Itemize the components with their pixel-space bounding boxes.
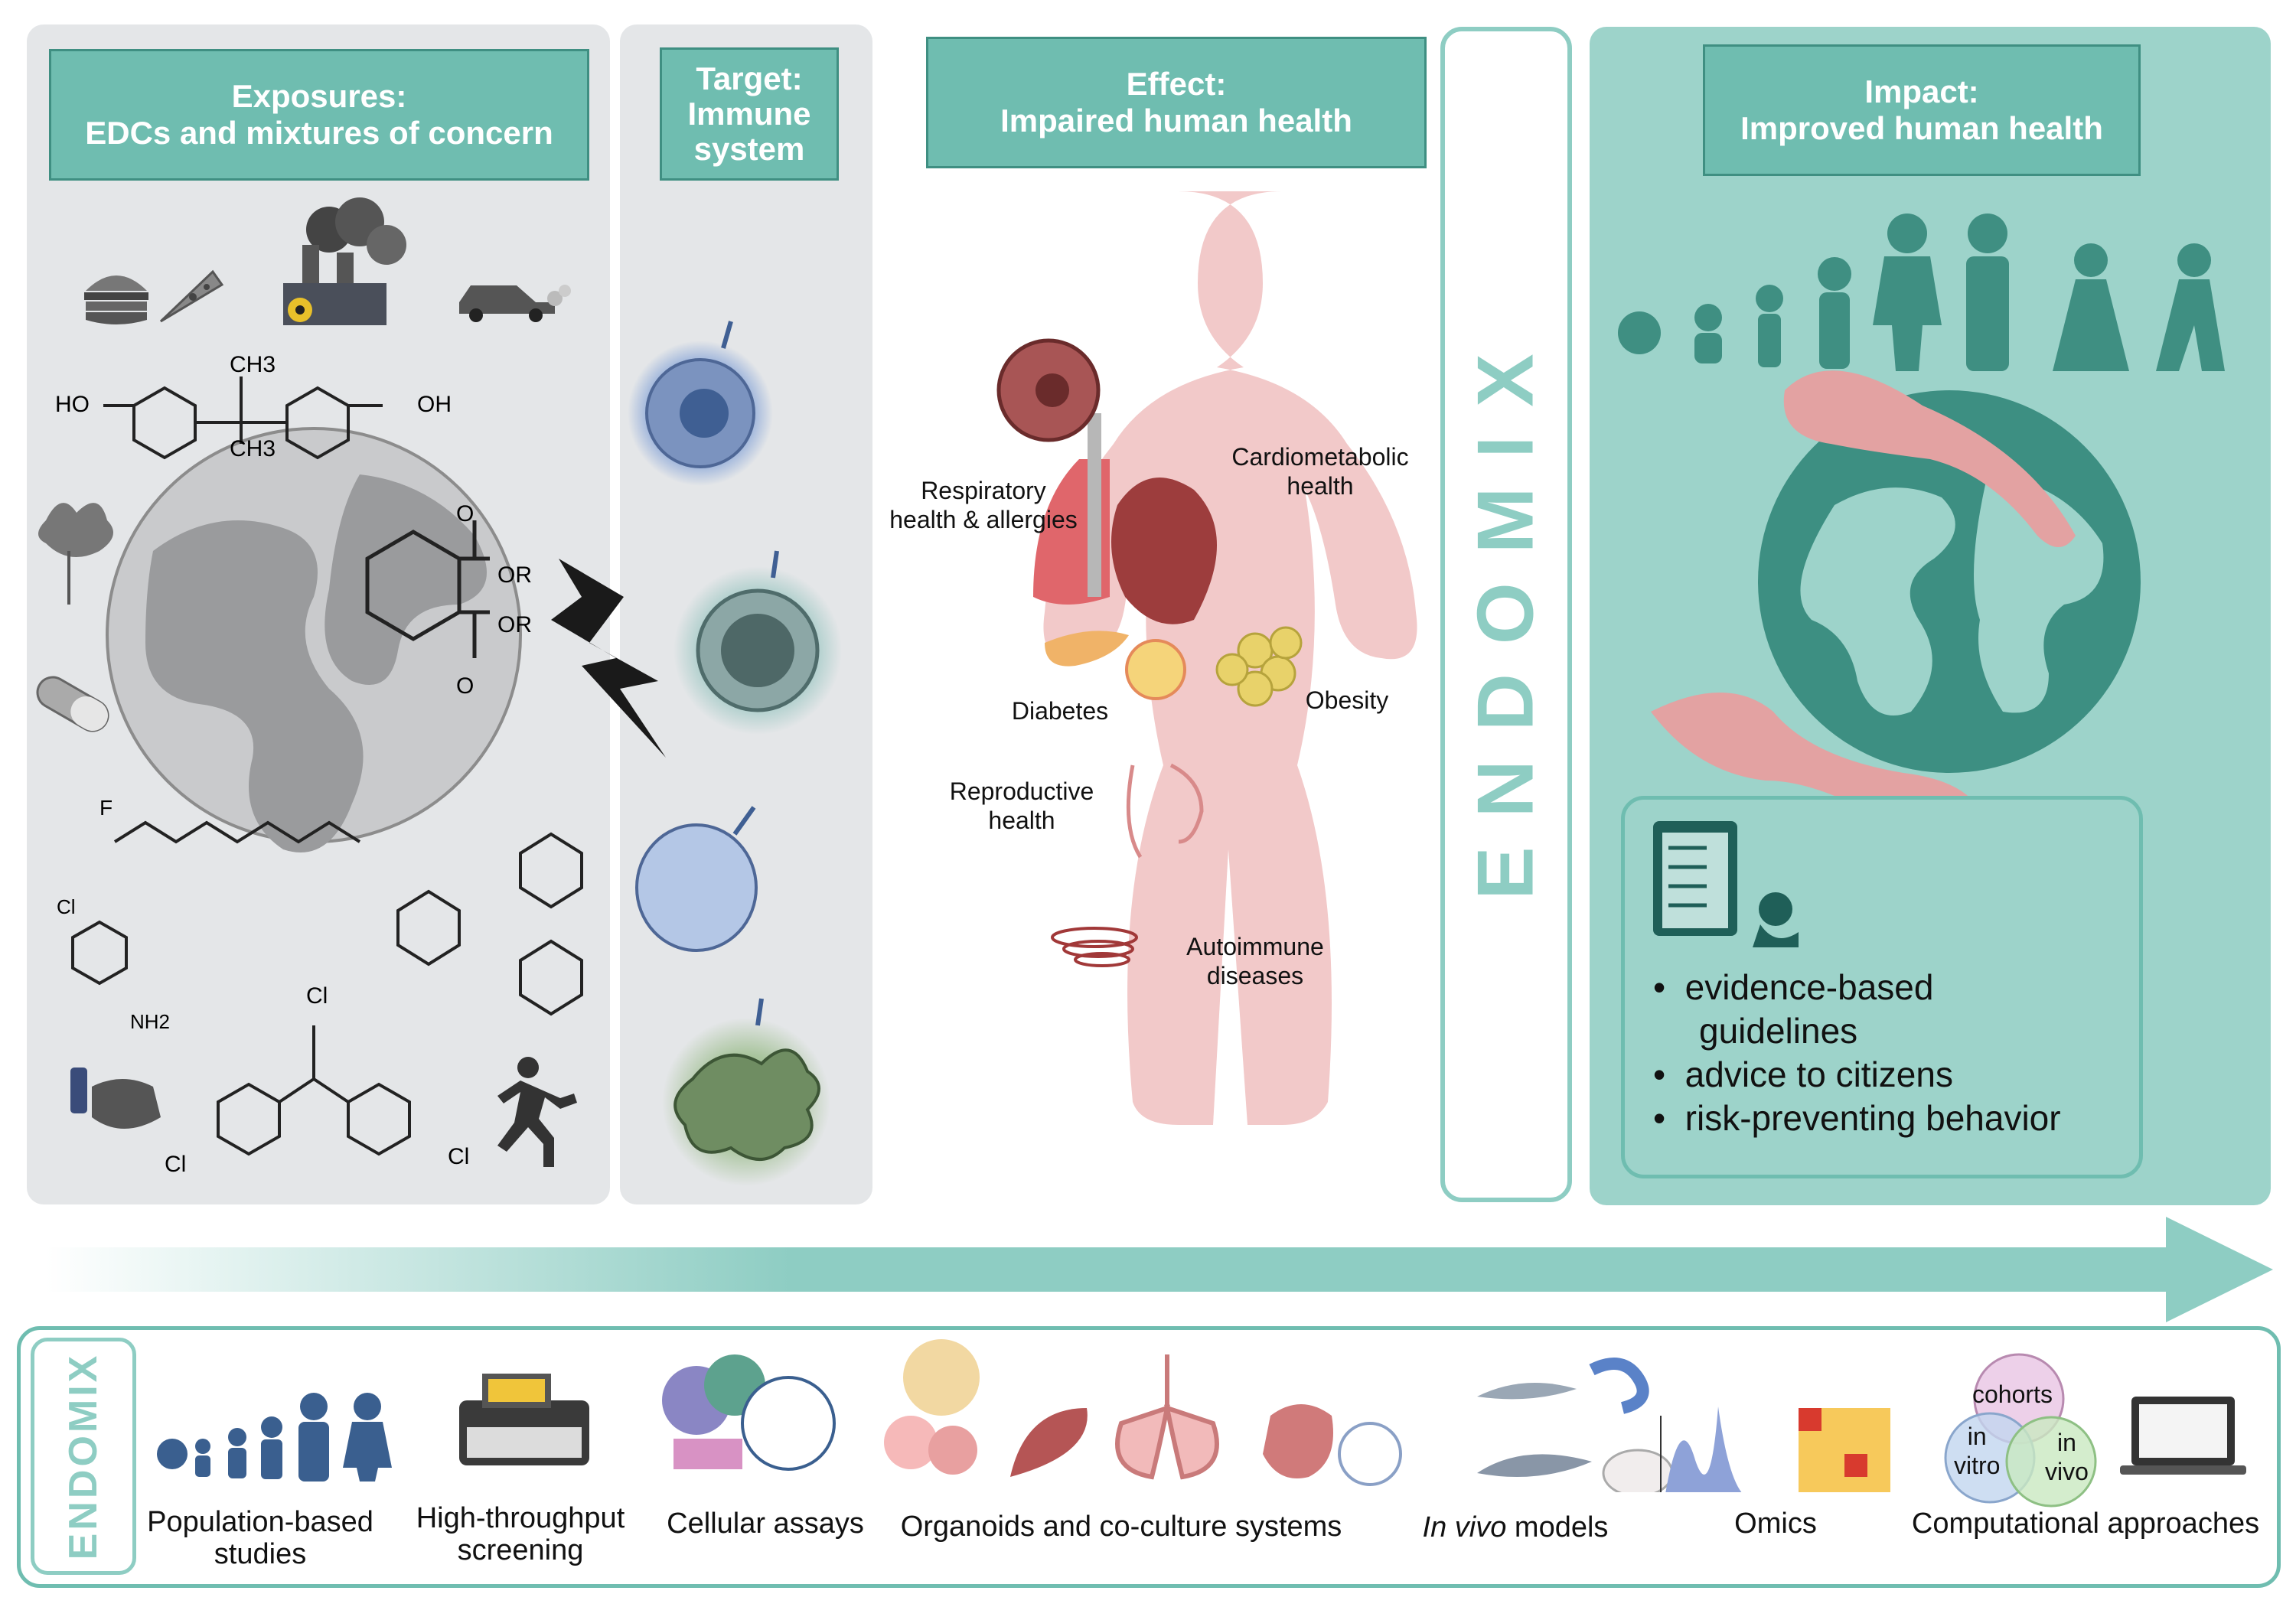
autoimmune-icon bbox=[1051, 927, 1138, 967]
checklist-icon bbox=[1653, 821, 1799, 947]
car-icon bbox=[459, 285, 571, 322]
chem-label-f: F bbox=[99, 796, 113, 820]
islet-icon bbox=[1125, 639, 1186, 700]
dendritic-cell bbox=[662, 1018, 830, 1186]
plant-icon bbox=[38, 503, 113, 605]
impact-subtitle: Improved human health bbox=[1740, 110, 2103, 146]
exposures-subtitle: EDCs and mixtures of concern bbox=[85, 115, 553, 151]
tpp-structure bbox=[396, 832, 583, 1016]
chem-label-o-bottom: O bbox=[456, 673, 475, 699]
phthalate-structure bbox=[365, 520, 490, 658]
endomix-bottom-box bbox=[31, 1338, 136, 1575]
methods-strip bbox=[17, 1326, 2281, 1588]
reproductive-organs-icon bbox=[1126, 763, 1204, 859]
endomix-vertical-text: ENDOMIX bbox=[1461, 324, 1551, 900]
burger-icon bbox=[84, 275, 148, 324]
bullet-1-cont: guidelines bbox=[1699, 1011, 1858, 1051]
heart-icon bbox=[1111, 478, 1217, 624]
aniline-structure bbox=[71, 920, 128, 986]
macrophage-cell bbox=[628, 341, 773, 486]
pancreas-icon bbox=[1045, 631, 1129, 667]
chem-label-or1: OR bbox=[497, 562, 532, 588]
chem-label-nh2: NH2 bbox=[130, 1010, 171, 1033]
exposures-title: Exposures: bbox=[231, 78, 407, 114]
cellular-assay-icon bbox=[662, 1354, 836, 1471]
chem-label-cl-ddt-top: Cl bbox=[306, 983, 328, 1009]
organoid-icon bbox=[884, 1339, 1402, 1486]
methods-icons bbox=[157, 1339, 2246, 1492]
method-organoids: Organoids and co-culture systems bbox=[900, 1511, 1342, 1543]
effect-subtitle: Impaired human health bbox=[1000, 103, 1352, 139]
t-cell bbox=[673, 566, 842, 735]
impact-bullets: • evidence-based guidelines • advice to … bbox=[1653, 966, 2061, 1140]
target-line3: system bbox=[693, 131, 805, 167]
chem-label-cl-aniline: Cl bbox=[57, 895, 76, 918]
target-line2: Immune bbox=[687, 96, 811, 132]
impact-graphics bbox=[1618, 214, 2225, 846]
effect-header: Effect: Impaired human health bbox=[926, 37, 1427, 168]
lightning-icon bbox=[551, 559, 666, 758]
target-title: Target: bbox=[696, 60, 803, 96]
chem-label-cl-ddt-right: Cl bbox=[448, 1144, 470, 1169]
runner-icon bbox=[497, 1057, 577, 1167]
label-diabetes: Diabetes bbox=[1011, 697, 1109, 725]
target-header: Target: Immune system bbox=[660, 47, 839, 181]
family-icon bbox=[157, 1393, 392, 1482]
pfas-chain bbox=[113, 820, 361, 844]
venn-cohorts: cohorts bbox=[1972, 1380, 2053, 1408]
factory-icon bbox=[283, 197, 406, 325]
bullet-1: • evidence-based bbox=[1653, 967, 1934, 1007]
progress-arrow bbox=[46, 1217, 2273, 1322]
omics-plot-icon bbox=[1660, 1407, 1890, 1492]
mast-cell-icon bbox=[996, 338, 1101, 442]
chem-label-ho: HO bbox=[55, 392, 90, 417]
ddt-structure bbox=[217, 1025, 411, 1156]
globe-icon bbox=[106, 427, 522, 852]
impact-title: Impact: bbox=[1864, 73, 1979, 109]
exposures-header: Exposures: EDCs and mixtures of concern bbox=[49, 49, 589, 181]
bottle-bag-icon bbox=[70, 1068, 161, 1129]
endomix-bottom-text: ENDOMIX bbox=[61, 1352, 106, 1560]
family-icon bbox=[1618, 214, 2225, 371]
chem-label-or2: OR bbox=[497, 612, 532, 637]
lab-instrument-icon bbox=[459, 1374, 589, 1465]
bullet-2: • advice to citizens bbox=[1653, 1054, 1953, 1094]
human-body-figure bbox=[996, 191, 1417, 1125]
pizza-icon bbox=[159, 269, 224, 323]
chem-label-oh: OH bbox=[417, 392, 452, 417]
endomix-vertical-box bbox=[1440, 27, 1572, 1202]
bpa-structure bbox=[103, 376, 383, 460]
label-obesity: Obesity bbox=[1305, 686, 1389, 714]
chem-label-ch3-top: CH3 bbox=[230, 352, 276, 377]
method-computational: Computational approaches bbox=[1911, 1508, 2260, 1540]
venn-diagram bbox=[1944, 1353, 2097, 1508]
immune-cells bbox=[628, 321, 842, 1186]
laptop-icon bbox=[2120, 1397, 2246, 1475]
method-omics: Omics bbox=[1734, 1508, 1817, 1540]
exposures-graphics bbox=[36, 197, 583, 1167]
chem-label-cl-ddt-left: Cl bbox=[165, 1152, 187, 1177]
chem-label-ch3-bottom: CH3 bbox=[230, 436, 276, 461]
chem-label-o-top: O bbox=[456, 501, 475, 526]
pill-icon bbox=[36, 676, 109, 732]
bullet-3: • risk-preventing behavior bbox=[1653, 1098, 2061, 1138]
method-cellular: Cellular assays bbox=[667, 1508, 864, 1540]
worm-icon bbox=[1589, 1358, 1649, 1414]
impact-header: Impact: Improved human health bbox=[1703, 44, 2141, 176]
adipose-icon bbox=[1215, 626, 1303, 707]
effect-title: Effect: bbox=[1126, 66, 1227, 102]
method-in-vivo: In vivo models bbox=[1422, 1511, 1609, 1543]
b-cell bbox=[635, 823, 758, 952]
zebrafish-icon bbox=[1477, 1383, 1592, 1477]
